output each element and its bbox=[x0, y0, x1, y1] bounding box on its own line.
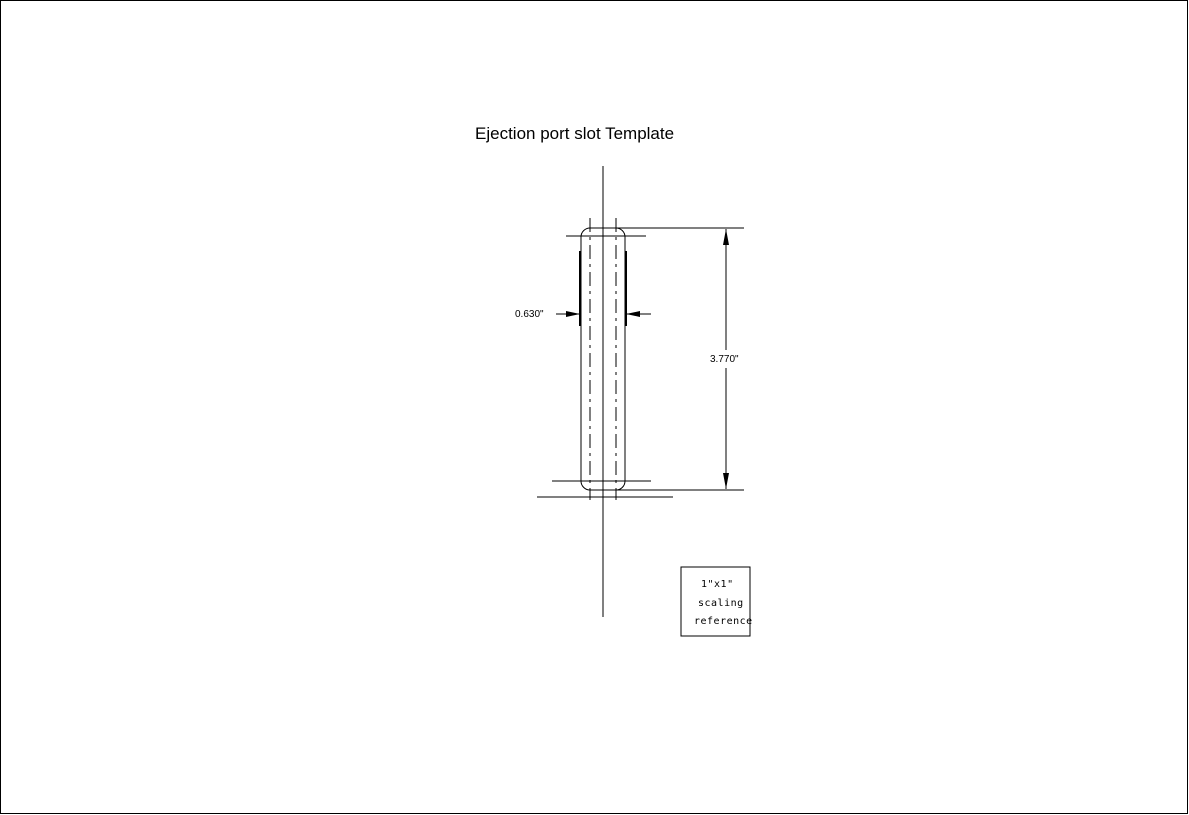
scale-reference-line3: reference bbox=[694, 616, 753, 627]
length-arrow-bottom bbox=[723, 473, 729, 489]
scale-reference-line2: scaling bbox=[698, 598, 744, 609]
scale-reference-line1: 1"x1" bbox=[701, 579, 734, 590]
width-arrow-right bbox=[626, 311, 640, 317]
slot-outline bbox=[580, 227, 626, 491]
length-arrow-top bbox=[723, 229, 729, 245]
width-arrow-left bbox=[566, 311, 580, 317]
width-dimension-label: 0.630" bbox=[515, 309, 544, 320]
scale-reference-box bbox=[680, 566, 751, 637]
drawing-title: Ejection port slot Template bbox=[475, 124, 675, 143]
length-dimension-label: 3.770" bbox=[710, 354, 739, 365]
